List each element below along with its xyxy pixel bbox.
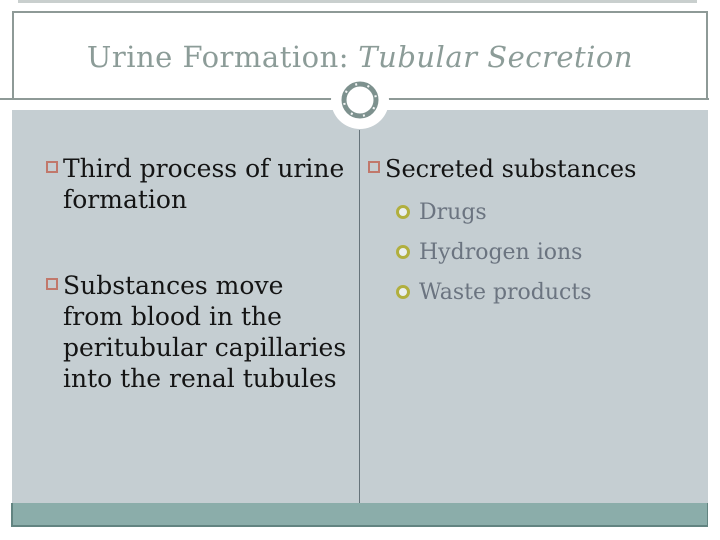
list-item: Waste products (396, 278, 698, 307)
left-bullet-list: Third process of urine formation Substan… (46, 153, 358, 394)
list-item: Third process of urine formation (46, 153, 358, 215)
right-bullet-list: Secreted substances Drugs Hydrogen ions … (368, 154, 698, 318)
circle-bullet-icon (396, 285, 410, 299)
square-bullet-icon (46, 161, 58, 173)
ring-ornament-icon (341, 81, 379, 119)
bullet-text: Substances move from blood in the peritu… (63, 271, 347, 393)
sub-bullet-text: Drugs (419, 200, 487, 225)
square-bullet-icon (368, 161, 380, 173)
bullet-text: Secreted substances (385, 155, 637, 183)
list-item: Substances move from blood in the peritu… (46, 270, 358, 394)
column-divider-line (359, 130, 360, 503)
list-item: Drugs (396, 198, 698, 227)
circle-bullet-icon (396, 245, 410, 259)
page-title: Urine Formation:Tubular Secretion (0, 40, 720, 74)
title-regular-text: Urine Formation: (86, 40, 350, 74)
list-item: Secreted substances (368, 154, 698, 184)
title-italic-text: Tubular Secretion (358, 40, 634, 74)
content-area: Third process of urine formation Substan… (12, 110, 708, 503)
top-edge-strip (18, 0, 697, 3)
sub-bullet-list: Drugs Hydrogen ions Waste products (396, 198, 698, 307)
ornament-halo (331, 71, 389, 129)
circle-bullet-icon (396, 205, 410, 219)
square-bullet-icon (46, 278, 58, 290)
sub-bullet-text: Hydrogen ions (419, 240, 583, 265)
bullet-text: Third process of urine formation (63, 154, 345, 214)
list-item: Hydrogen ions (396, 238, 698, 267)
bottom-accent-bar (11, 503, 708, 527)
sub-bullet-text: Waste products (419, 280, 592, 305)
